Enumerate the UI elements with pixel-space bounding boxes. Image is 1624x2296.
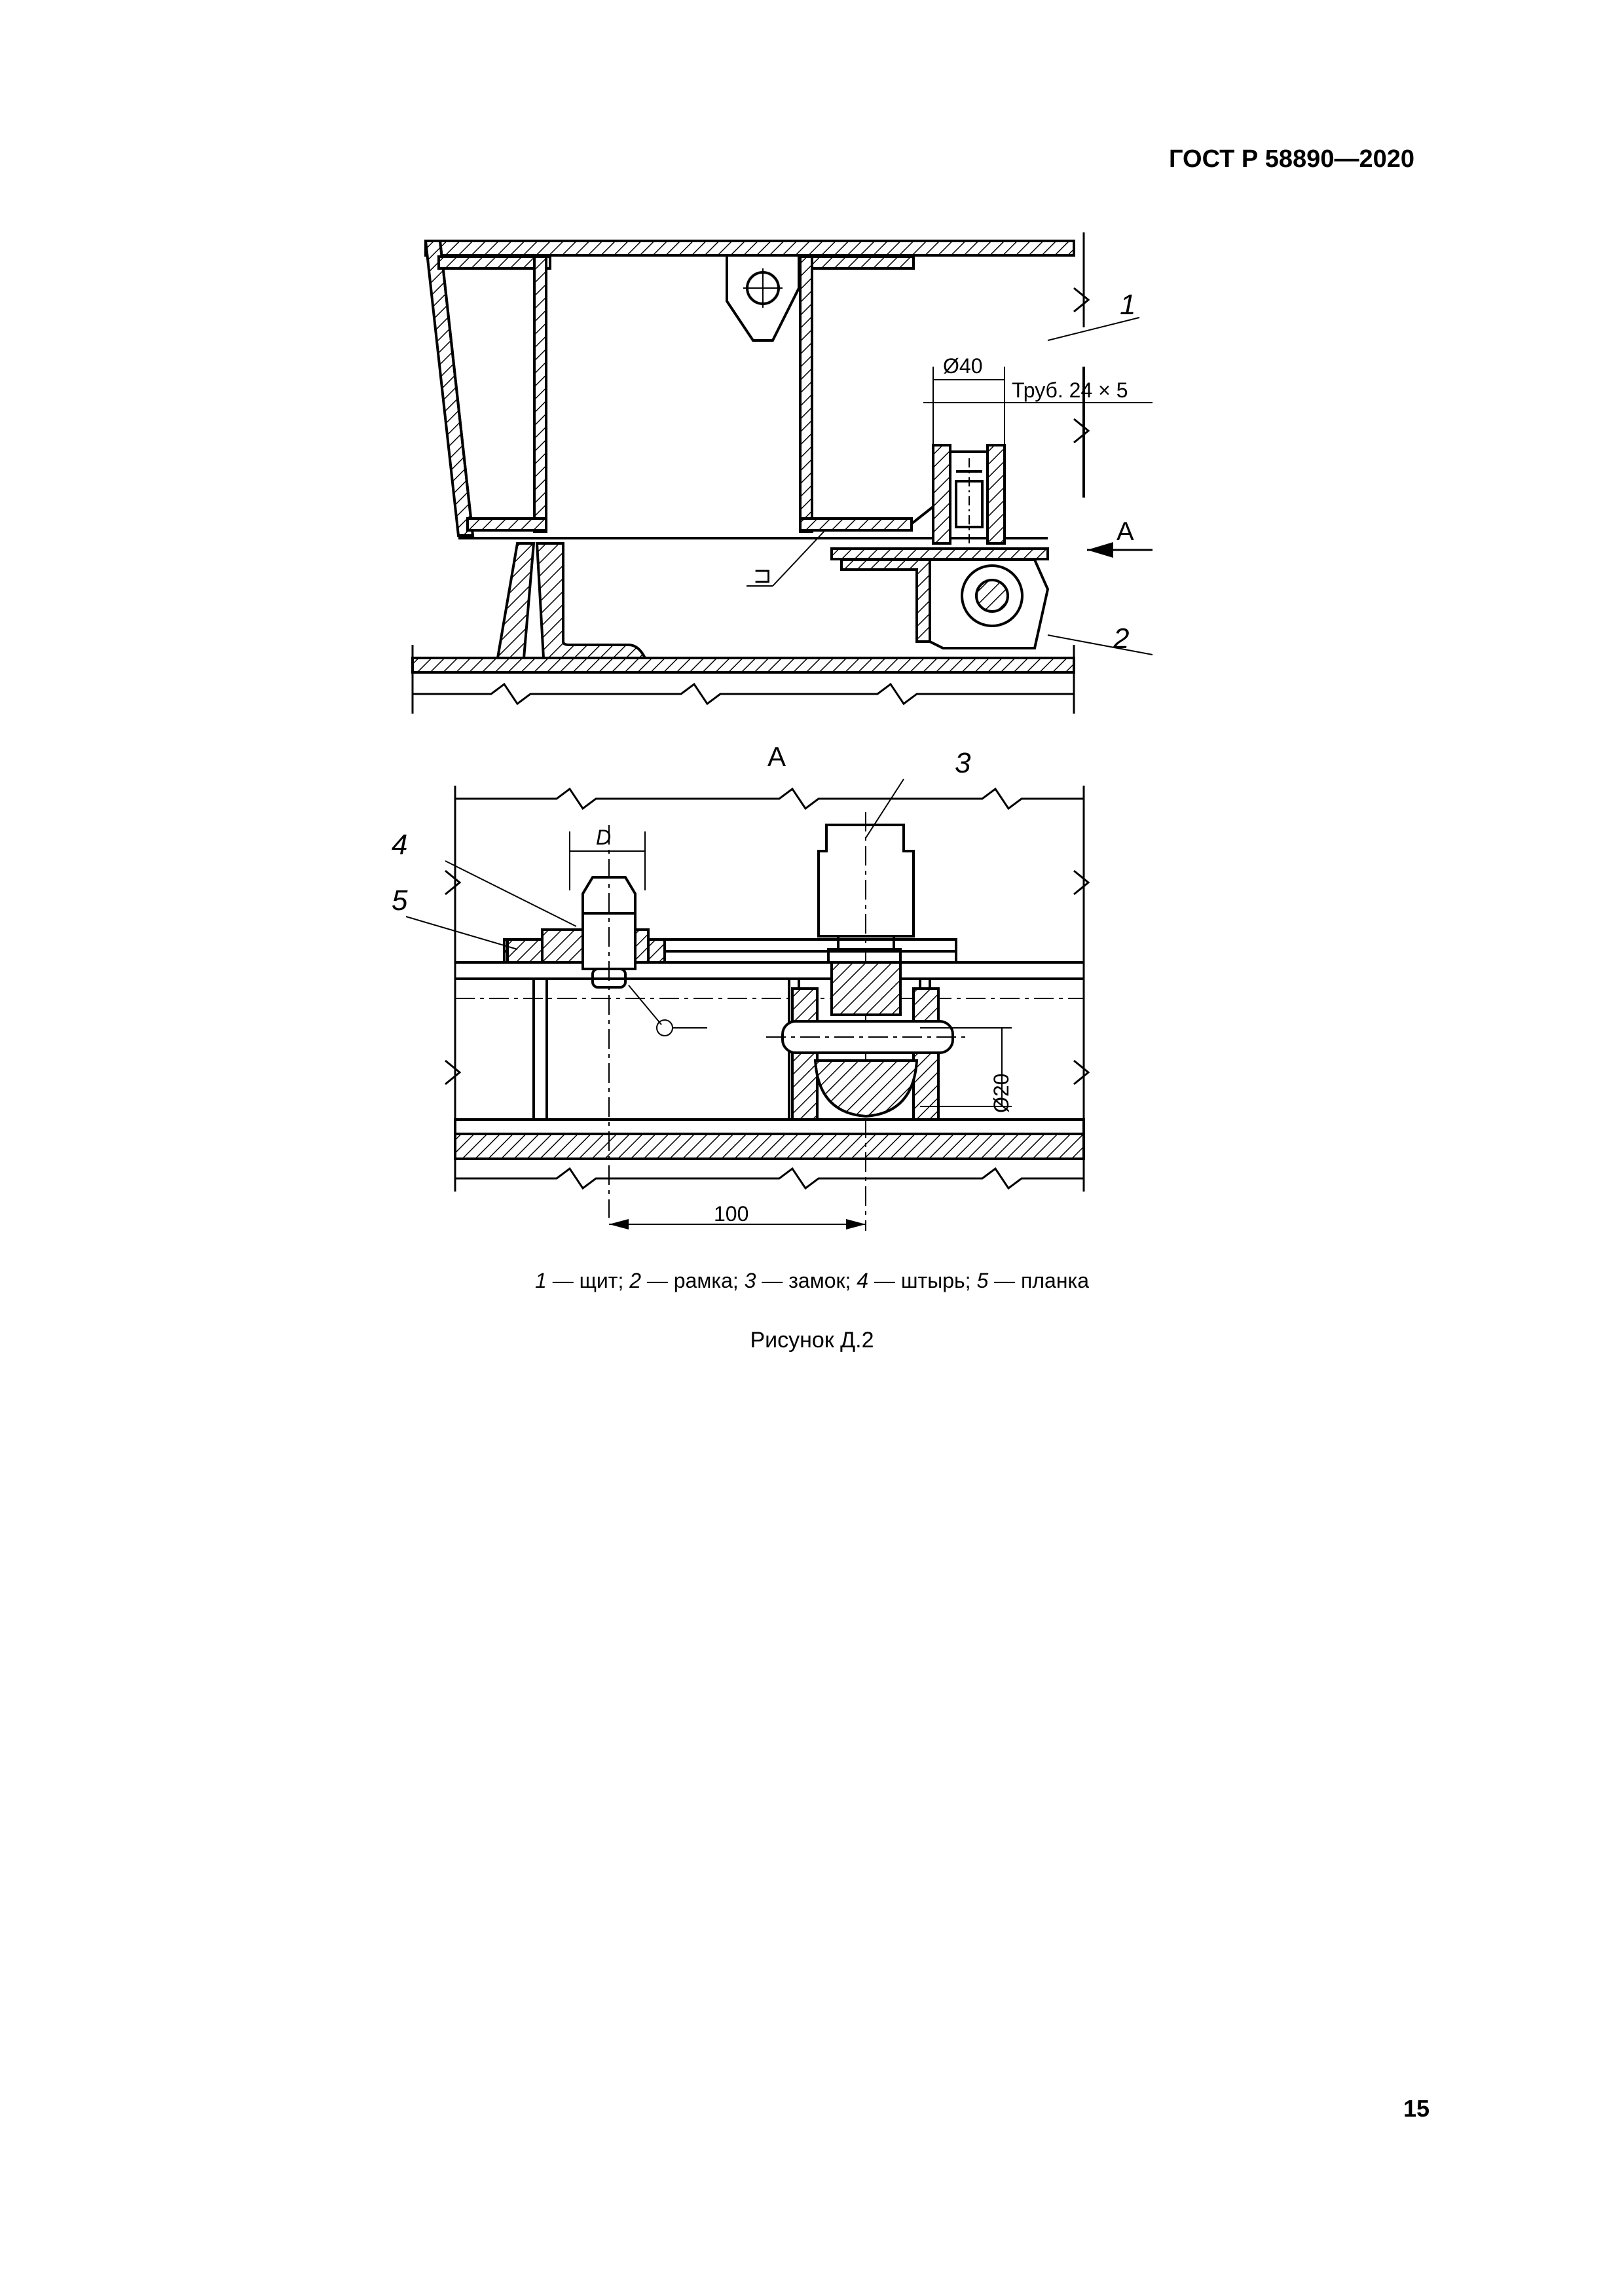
- dim-100: 100: [714, 1202, 748, 1226]
- callout-2: 2: [1113, 623, 1129, 655]
- legend-num-3: 3: [744, 1269, 756, 1292]
- view-label: А: [767, 741, 786, 772]
- legend-text-2: — рамка;: [641, 1269, 745, 1292]
- legend-num-4: 4: [857, 1269, 869, 1292]
- page-number: 15: [1403, 2095, 1430, 2122]
- callout-1: 1: [1120, 289, 1135, 321]
- channel-symbol: ⊐: [753, 563, 772, 588]
- bottom-rail: [454, 1133, 1085, 1160]
- dim-diameter-40: Ø40: [943, 354, 982, 378]
- technical-drawing: 1 2 Ø40 Труб. 24 × 5 А ⊐ А 3 4 5 D 100 Ø…: [392, 232, 1153, 1231]
- legend-caption: 1 — щит; 2 — рамка; 3 — замок; 4 — штырь…: [0, 1269, 1624, 1293]
- view-a: [405, 778, 1090, 1231]
- dim-D: D: [596, 826, 611, 849]
- section-view: [411, 232, 1153, 714]
- callout-3: 3: [955, 747, 971, 779]
- callout-5: 5: [392, 884, 408, 917]
- legend-text-1: — щит;: [546, 1269, 630, 1292]
- standard-code: ГОСТ Р 58890—2020: [1169, 145, 1414, 173]
- legend-text-4: — штырь;: [868, 1269, 977, 1292]
- legend-num-2: 2: [629, 1269, 642, 1292]
- top-plate: [424, 240, 1075, 257]
- pipe-label: Труб. 24 × 5: [1012, 378, 1128, 402]
- slanted-wall: [424, 240, 475, 537]
- bottom-plate: [411, 657, 1075, 674]
- figure-title: Рисунок Д.2: [750, 1328, 874, 1353]
- legend-text-3: — замок;: [756, 1269, 857, 1292]
- callout-4: 4: [392, 829, 407, 861]
- legend-num-1: 1: [535, 1269, 547, 1292]
- view-arrow-label: А: [1116, 517, 1134, 546]
- legend-num-5: 5: [976, 1269, 989, 1292]
- legend-text-5: — планка: [988, 1269, 1089, 1292]
